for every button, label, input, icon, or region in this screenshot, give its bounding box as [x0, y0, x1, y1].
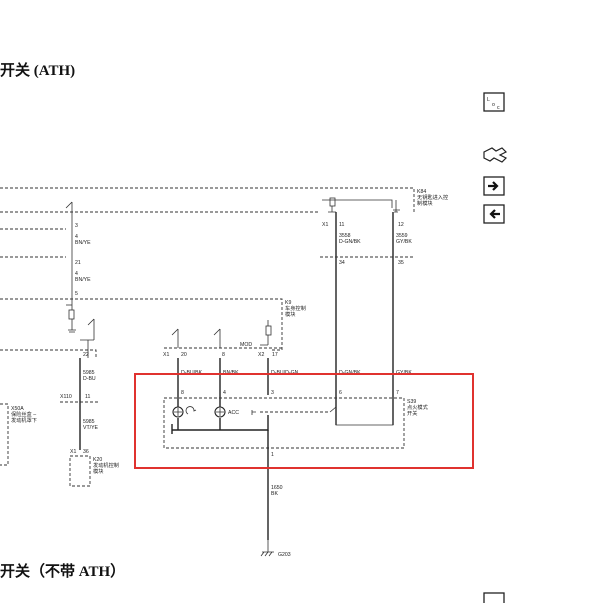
svg-text:制模块: 制模块 [417, 199, 433, 207]
arrow-left-icon [489, 209, 500, 219]
top-section-title: 开关 (ATH) [0, 61, 75, 79]
highlight-box [134, 373, 474, 469]
svg-text:X110: X110 [60, 394, 72, 400]
svg-text:8: 8 [222, 352, 225, 358]
svg-text:20: 20 [181, 352, 187, 358]
svg-text:X1: X1 [70, 449, 76, 455]
svg-text:BN/YE: BN/YE [75, 277, 91, 283]
svg-text:模块: 模块 [93, 467, 104, 475]
s39-ignition-switch: D-BU/BK BN/BK D-BU/D-GN D-GN/BK GY/BK 8 … [163, 358, 429, 540]
svg-text:模块: 模块 [285, 310, 296, 318]
svg-text:K9: K9 [285, 300, 291, 306]
arrow-right-icon [488, 181, 499, 191]
k84-module: K84 无钥匙进入控 制模块 [0, 187, 448, 213]
prev-page-button[interactable] [483, 204, 505, 224]
svg-text:GY/BK: GY/BK [396, 239, 412, 245]
svg-text:K20: K20 [93, 457, 102, 463]
k20-module: K20 发动机控制 模块 [69, 455, 119, 487]
svg-text:35: 35 [398, 260, 404, 266]
svg-text:11: 11 [339, 222, 344, 228]
svg-text:3: 3 [271, 390, 274, 396]
svg-text:12: 12 [398, 222, 404, 228]
svg-text:4: 4 [75, 234, 78, 240]
svg-text:21: 21 [75, 260, 81, 266]
svg-text:VT/YE: VT/YE [83, 425, 99, 431]
svg-text:5985: 5985 [83, 370, 95, 376]
svg-text:X1: X1 [322, 222, 328, 228]
svg-text:MOD: MOD [240, 342, 252, 348]
svg-text:开关: 开关 [407, 409, 417, 417]
svg-text:4: 4 [223, 390, 226, 396]
x50a-fuse-box: X50A 保险丝盒 – 发动机罩下 [0, 403, 37, 466]
svg-text:22: 22 [83, 352, 89, 358]
ground-g203: G203 [260, 540, 291, 558]
svg-text:3558: 3558 [339, 233, 351, 239]
svg-text:BN/YE: BN/YE [75, 240, 91, 246]
svg-text:G203: G203 [278, 552, 291, 558]
svg-text:c: c [497, 105, 500, 111]
next-page-button[interactable] [483, 176, 505, 196]
svg-text:点火模式: 点火模式 [407, 403, 429, 411]
svg-text:保险丝盒 –: 保险丝盒 – [11, 410, 36, 418]
bottom-section-title: 开关（不带 ATH） [0, 562, 125, 580]
svg-text:1650: 1650 [271, 485, 283, 491]
svg-text:5985: 5985 [83, 419, 95, 425]
left-wire-column: 3 4 BN/YE 21 4 BN/YE 5 [0, 201, 91, 298]
svg-text:3: 3 [75, 223, 78, 229]
svg-text:6: 6 [339, 390, 342, 396]
svg-text:5: 5 [75, 291, 78, 297]
svg-text:4: 4 [75, 271, 78, 277]
svg-text:无钥匙进入控: 无钥匙进入控 [417, 193, 448, 201]
svg-text:发动机罩下: 发动机罩下 [11, 416, 37, 424]
wire-5985: 22 5985 D-BU X110 11 5985 VT/YE X1 36 [60, 340, 100, 455]
svg-text:8: 8 [181, 390, 184, 396]
svg-text:X50A: X50A [11, 406, 24, 412]
svg-text:o: o [492, 102, 495, 108]
loc-button[interactable]: L o c [483, 92, 505, 112]
svg-text:3559: 3559 [396, 233, 408, 239]
svg-text:D-GN/BK: D-GN/BK [339, 239, 361, 245]
connector-icon [483, 147, 508, 163]
svg-text:X2: X2 [258, 352, 264, 358]
svg-text:34: 34 [339, 260, 345, 266]
loc-button-bottom[interactable] [483, 592, 505, 603]
svg-text:X1: X1 [163, 352, 169, 358]
svg-text:1: 1 [271, 452, 274, 458]
svg-text:11: 11 [85, 394, 90, 400]
svg-text:36: 36 [83, 449, 89, 455]
k84-output-wires: X1 11 12 3558 D-GN/BK 3559 GY/BK 34 35 [320, 212, 414, 425]
loc-icon: L [487, 97, 490, 103]
svg-text:17: 17 [272, 352, 278, 358]
svg-text:D-BU: D-BU [83, 376, 96, 382]
connector-view-button[interactable] [483, 147, 508, 163]
svg-text:发动机控制: 发动机控制 [93, 461, 119, 469]
svg-text:车身控制: 车身控制 [285, 304, 306, 312]
k9-module: K9 车身控制 模块 MOD X1 20 8 X2 17 [0, 298, 306, 358]
svg-text:ACC: ACC [228, 410, 239, 416]
svg-text:7: 7 [396, 390, 399, 396]
svg-text:K84: K84 [417, 189, 426, 195]
svg-text:BK: BK [271, 491, 278, 497]
svg-text:S39: S39 [407, 399, 416, 405]
